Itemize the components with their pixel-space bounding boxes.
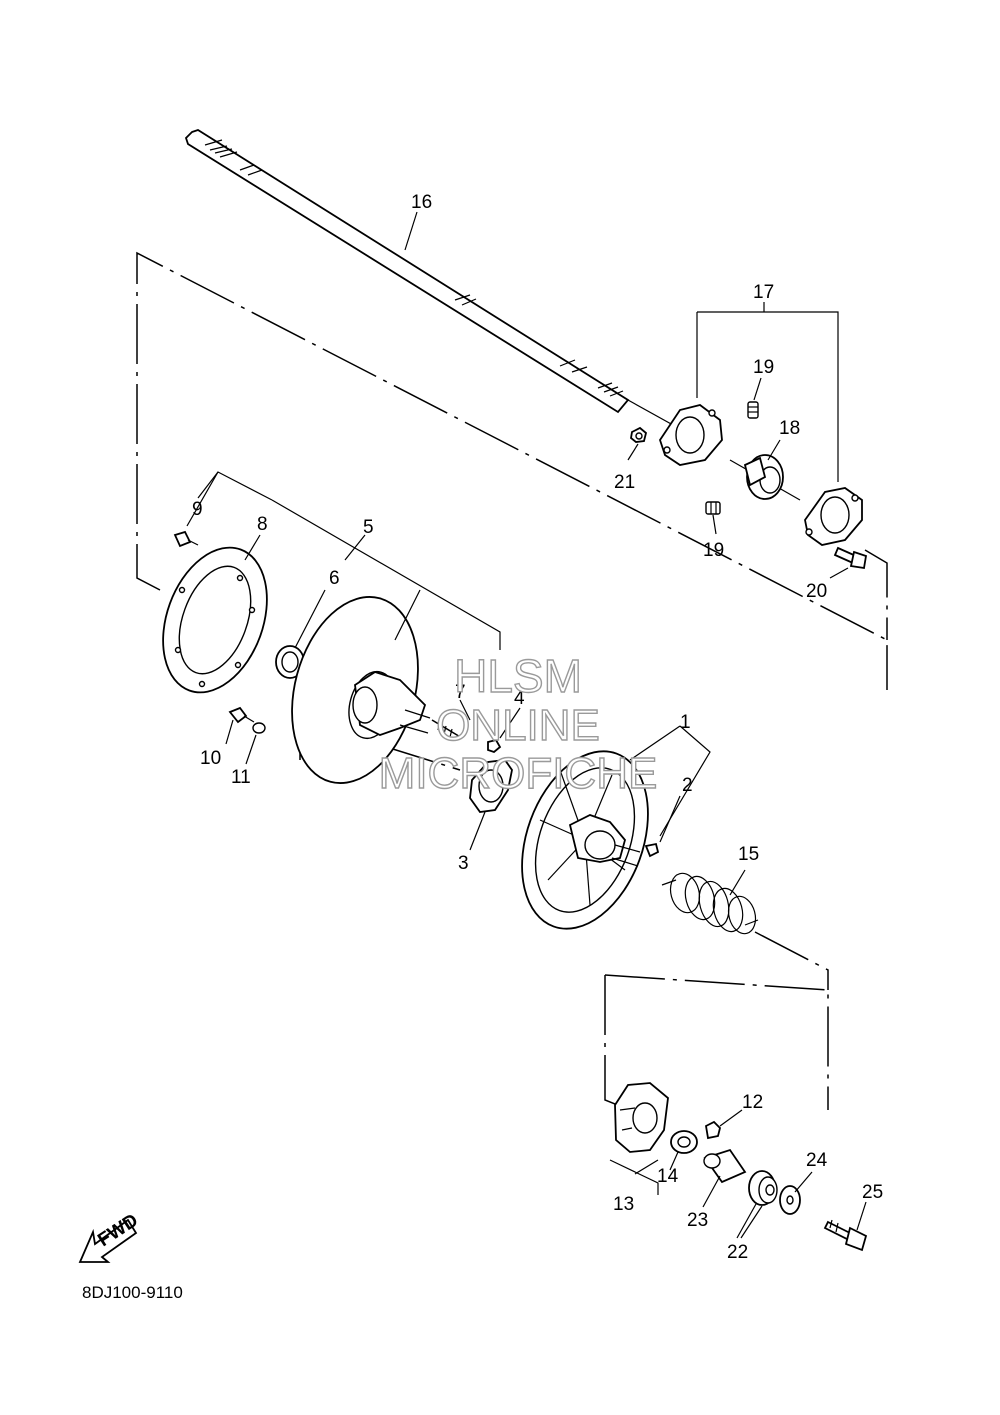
part-10-bolt xyxy=(228,706,255,724)
callout-16: 16 xyxy=(411,192,432,213)
part-24-washer xyxy=(779,1185,801,1215)
part-17-bearing-housing-left xyxy=(659,404,723,466)
leader-lines xyxy=(186,211,867,1239)
part-7-pin xyxy=(431,719,463,739)
callout-labels: 1 2 3 4 5 6 7 8 9 10 11 12 13 14 15 16 1… xyxy=(192,192,883,1263)
part-3-spacer xyxy=(469,759,513,813)
callout-21: 21 xyxy=(614,472,635,493)
part-19-set-screw-top xyxy=(747,401,759,419)
callout-18: 18 xyxy=(779,418,800,439)
part-4-nut xyxy=(487,738,502,754)
part-12-nut xyxy=(705,1120,721,1140)
fwd-arrow-icon: FWD xyxy=(78,1210,142,1263)
callout-19-top: 19 xyxy=(753,357,774,378)
callout-12: 12 xyxy=(742,1092,763,1113)
callout-10: 10 xyxy=(200,748,221,769)
part-22-roller xyxy=(748,1170,778,1206)
callout-5: 5 xyxy=(363,517,374,538)
part-6-bushing xyxy=(275,645,305,679)
callout-1: 1 xyxy=(680,712,691,733)
part-15-spring xyxy=(661,872,759,935)
callout-22: 22 xyxy=(727,1242,748,1263)
callout-4: 4 xyxy=(514,688,525,709)
diagram-code: 8DJ100-9110 xyxy=(82,1283,183,1302)
callout-25: 25 xyxy=(862,1182,883,1203)
watermark-line-2: ONLINE xyxy=(436,701,600,750)
callout-14: 14 xyxy=(657,1166,679,1187)
part-2-screw xyxy=(644,842,660,858)
callout-2: 2 xyxy=(682,775,693,796)
part-19-set-screw-bottom xyxy=(705,501,721,515)
part-11-washer xyxy=(252,722,266,734)
watermark-line-1: HLSM xyxy=(454,650,582,702)
part-14-bushing xyxy=(670,1130,698,1154)
part-18-bearing xyxy=(743,454,784,500)
part-1-movable-sheave xyxy=(521,750,649,930)
part-9-screw xyxy=(173,530,199,548)
part-5-fixed-sheave xyxy=(291,596,431,784)
part-21-nut xyxy=(630,426,648,443)
callout-17: 17 xyxy=(753,282,774,303)
watermark-line-3: MICROFICHE xyxy=(379,749,658,798)
watermark: HLSM ONLINE MICROFICHE xyxy=(378,649,658,798)
callout-20: 20 xyxy=(806,581,827,602)
callout-13: 13 xyxy=(613,1194,634,1215)
callout-7: 7 xyxy=(455,682,466,703)
callout-6: 6 xyxy=(329,568,340,589)
callout-3: 3 xyxy=(458,853,469,874)
callout-19-bottom: 19 xyxy=(703,540,724,561)
part-8-ring-plate xyxy=(162,546,268,694)
callout-9: 9 xyxy=(192,499,203,520)
part-13-cam xyxy=(614,1082,669,1153)
part-23-sleeve xyxy=(703,1148,747,1184)
part-25-bolt xyxy=(823,1219,868,1252)
callout-15: 15 xyxy=(738,844,759,865)
callout-23: 23 xyxy=(687,1210,708,1231)
callout-24: 24 xyxy=(806,1150,828,1171)
part-20-bolt xyxy=(833,546,868,570)
part-17-bearing-housing-right xyxy=(804,487,863,546)
callout-11: 11 xyxy=(231,767,251,788)
callout-8: 8 xyxy=(257,514,268,535)
